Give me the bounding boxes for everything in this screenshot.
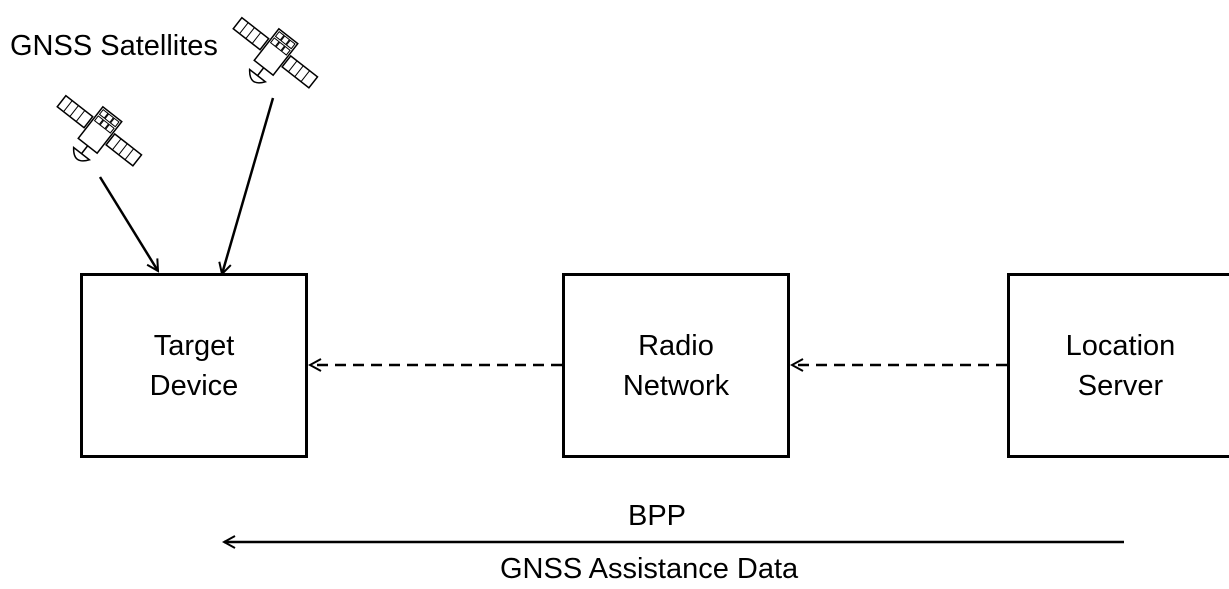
location-server-box: Location Server bbox=[1007, 273, 1229, 458]
bpp-label: BPP bbox=[628, 500, 687, 532]
gnss-satellites-label: GNSS Satellites bbox=[10, 30, 218, 62]
gnss-assistance-data-label: GNSS Assistance Data bbox=[500, 553, 799, 585]
radio-network-label-line2: Network bbox=[622, 369, 730, 402]
target-device-box: Target Device bbox=[80, 273, 308, 458]
location-server-label-line2: Server bbox=[1077, 369, 1164, 402]
target-device-label-line2: Device bbox=[149, 369, 239, 402]
satellite-icon bbox=[232, 16, 319, 89]
satellite-signal-arrow-2 bbox=[222, 97, 275, 274]
target-device-label-line1: Target bbox=[153, 329, 235, 362]
radio-network-label-line1: Radio bbox=[638, 329, 714, 362]
location-server-label-line1: Location bbox=[1065, 329, 1176, 362]
satellite-signal-arrow-1 bbox=[98, 176, 158, 271]
radio-network-box: Radio Network bbox=[562, 273, 790, 458]
satellite-icon bbox=[56, 94, 143, 167]
